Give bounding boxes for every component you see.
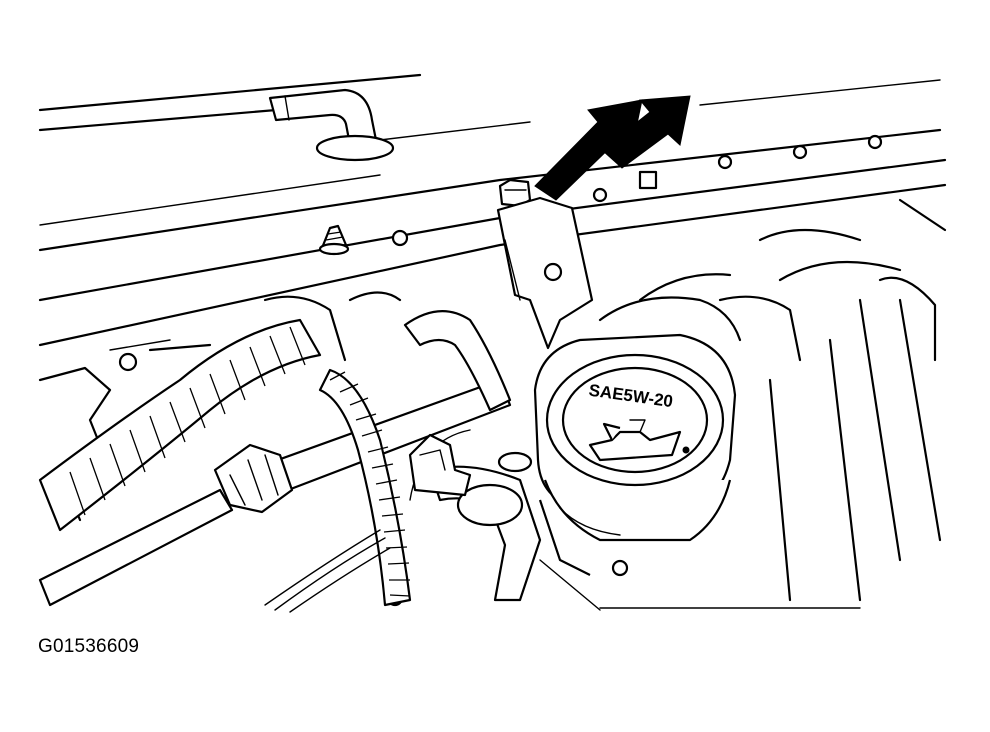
filler-neck-bracket: [496, 196, 594, 350]
oil-filler-cap[interactable]: SAE5W-20: [545, 353, 725, 487]
lower-frame: [539, 559, 861, 611]
callout-arrow: [534, 95, 691, 201]
engine-bay-line-drawing: SAE5W-20: [38, 73, 947, 613]
lower-wires: [264, 529, 391, 613]
oil-can-icon: [588, 419, 690, 462]
figure-id-label: G01536609: [38, 636, 140, 657]
intake-runners: [263, 198, 947, 602]
breather-hose: [268, 88, 395, 162]
hose-clip: [408, 433, 533, 497]
valve-cover: [38, 73, 947, 347]
corrugated-harness-large: [38, 318, 322, 532]
vacuum-hose: [403, 310, 542, 602]
corrugated-harness-small: [318, 368, 412, 607]
